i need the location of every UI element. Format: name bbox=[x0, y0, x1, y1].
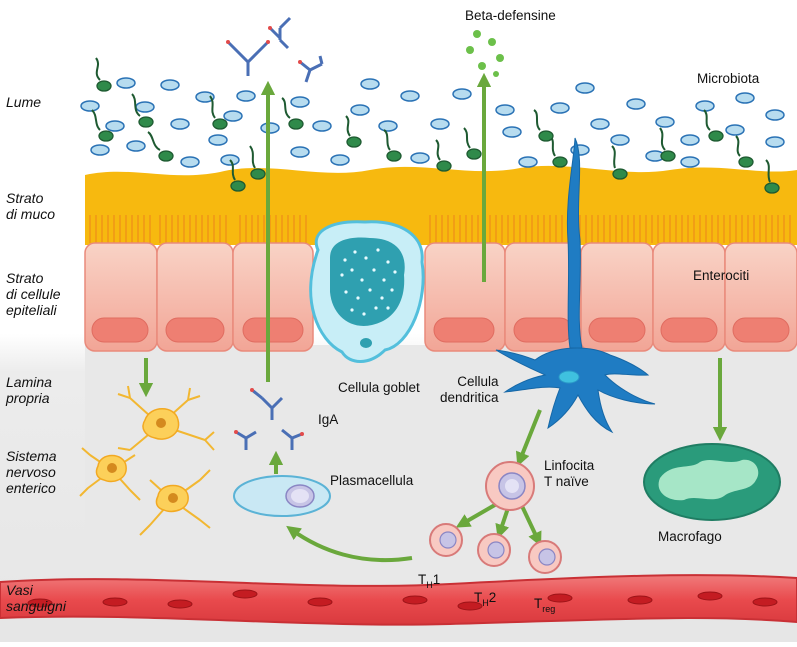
naive-t-lymphocyte bbox=[485, 461, 535, 511]
label-macrophage: Macrofago bbox=[658, 529, 722, 544]
th2-suffix: 2 bbox=[488, 590, 497, 605]
iga-lamina bbox=[235, 388, 303, 450]
label-microbiota: Microbiota bbox=[697, 71, 760, 86]
th1-subscript: H bbox=[426, 580, 433, 590]
macrophage bbox=[643, 443, 781, 521]
microvilli bbox=[89, 215, 791, 243]
th2-cell bbox=[477, 533, 511, 567]
label-dendritic-cell: Cellula dendritica bbox=[440, 374, 499, 405]
enteric-neurons bbox=[79, 385, 215, 536]
th1-main: T bbox=[418, 572, 427, 587]
label-th1: TH1 bbox=[418, 556, 441, 590]
red-blood-cells bbox=[27, 589, 778, 611]
label-iga: IgA bbox=[318, 412, 339, 427]
microbiota-flagella bbox=[91, 57, 771, 183]
beta-defensin-dots bbox=[466, 30, 504, 77]
microbiota-blue bbox=[80, 77, 785, 168]
treg-subscript: reg bbox=[542, 604, 556, 614]
label-goblet-cell: Cellula goblet bbox=[338, 380, 420, 395]
to-th1-arrow bbox=[455, 500, 502, 528]
blood-vessel bbox=[0, 574, 797, 626]
label-beta-defensins: Beta-defensine bbox=[465, 8, 556, 23]
layer-label-mucus: Strato di muco bbox=[6, 190, 56, 222]
th2-main: T bbox=[474, 590, 483, 605]
to-treg-arrow bbox=[520, 505, 542, 547]
th1-cell bbox=[429, 523, 463, 557]
to-th2-arrow bbox=[495, 507, 510, 539]
label-th2: TH2 bbox=[474, 574, 497, 608]
th1-to-plasma-arrow bbox=[286, 525, 413, 563]
th2-subscript: H bbox=[482, 598, 489, 608]
treg-main: T bbox=[534, 596, 543, 611]
iga-lamina-tips bbox=[234, 388, 304, 436]
layer-label-lamina-propria: Lamina propria bbox=[6, 374, 52, 406]
label-naive-t-lymphocyte: Linfocita T naïve bbox=[544, 458, 595, 489]
th1-suffix: 1 bbox=[432, 572, 441, 587]
iga-lumen-tips bbox=[226, 26, 302, 64]
label-enterocytes: Enterociti bbox=[693, 268, 750, 283]
layer-label-blood-vessels: Vasi sanguigni bbox=[6, 582, 66, 614]
pathway-arrows bbox=[138, 72, 728, 563]
microbiota-green bbox=[96, 80, 780, 194]
enterocyte-nuclei bbox=[91, 317, 790, 343]
layer-label-enteric-nervous-system: Sistema nervoso enterico bbox=[6, 448, 57, 496]
enterocytes bbox=[84, 242, 797, 352]
label-treg: Treg bbox=[534, 580, 556, 614]
label-plasma-cell: Plasmacellula bbox=[330, 473, 414, 488]
dendritic-to-lymphocyte-arrow bbox=[515, 409, 542, 467]
dendritic-cell bbox=[495, 137, 656, 434]
layer-label-lumen: Lume bbox=[6, 94, 42, 110]
layer-label-epithelium: Strato di cellule epiteliali bbox=[6, 270, 61, 318]
iga-lumen bbox=[226, 16, 324, 83]
goblet-granules bbox=[340, 248, 397, 316]
plasma-cell bbox=[233, 475, 331, 517]
goblet-cell bbox=[309, 220, 425, 363]
treg-cell bbox=[528, 540, 562, 574]
